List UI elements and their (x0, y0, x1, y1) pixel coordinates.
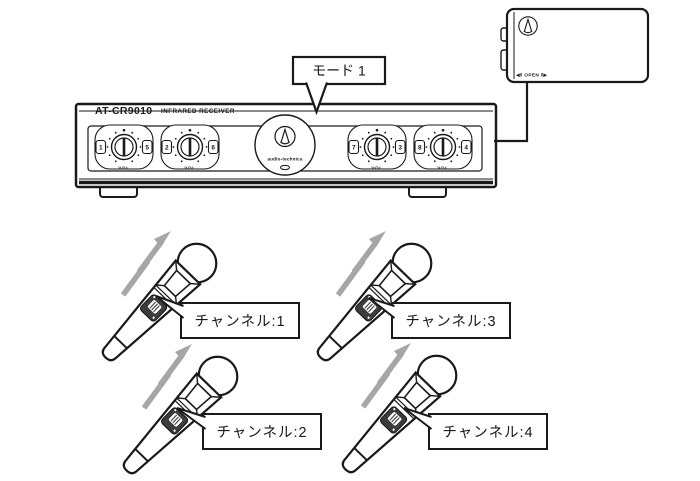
volume-knob-1[interactable]: 1 5 VOL (93, 123, 155, 171)
channel-badge-right: 4 (464, 144, 468, 151)
remote-body (505, 7, 650, 84)
channel-callout-3: チャンネル:3 (368, 297, 511, 339)
channel-callout-box (202, 413, 322, 450)
channel-badge-left: 1 (99, 144, 103, 151)
channel-callout-tail (368, 297, 396, 319)
channel-callout-box (428, 413, 548, 450)
channel-badge-left: 8 (418, 144, 422, 151)
channel-callout-tail (403, 407, 433, 430)
channel-badge-right: 5 (145, 144, 149, 151)
channel-callout-1: チャンネル:1 (155, 295, 300, 339)
channel-badge-left: 2 (165, 144, 169, 151)
volume-knob-2[interactable]: 2 6 VOL (159, 123, 221, 171)
receiver-model-label: AT-CR9010 (95, 105, 152, 117)
channel-callout-4: チャンネル:4 (403, 407, 548, 450)
receiver-subtitle-label: INFRARED RECEIVER (161, 108, 235, 115)
channel-badge-left: 7 (352, 144, 356, 151)
vol-label: VOL (118, 166, 129, 171)
channel-callout-box (391, 302, 511, 339)
brand-label: audio-technica (267, 157, 302, 162)
vol-label: VOL (184, 166, 195, 171)
mode-label: モード 1 (312, 63, 366, 79)
vol-label: VOL (437, 166, 448, 171)
channel-callout-box (180, 302, 300, 339)
mode-callout-box (291, 55, 387, 86)
remote-control-unit: ◀‖ OPEN ‖▶ (500, 7, 650, 84)
microphone-3-group: チャンネル:3 (305, 231, 511, 373)
microphone-1-group: チャンネル:1 (90, 231, 300, 373)
channel-label: チャンネル:2 (216, 424, 307, 441)
vol-label: VOL (371, 166, 382, 171)
channel-callout-tail (176, 407, 207, 430)
volume-knob-3[interactable]: 7 3 VOL (346, 123, 408, 171)
mode-callout: モード 1 (291, 55, 387, 116)
ir-lens (280, 164, 290, 171)
channel-label: チャンネル:1 (194, 313, 285, 330)
receiver-unit: AT-CR9010 INFRARED RECEIVER 1 5 VOL 2 6 … (74, 102, 498, 198)
remote-connection-line (494, 82, 529, 143)
channel-label: チャンネル:3 (405, 313, 496, 330)
channel-badge-right: 3 (398, 144, 402, 151)
ir-sensor-window: audio-technica (254, 114, 316, 176)
channel-callout-2: チャンネル:2 (176, 407, 322, 450)
microphone-4-group: チャンネル:4 (330, 343, 548, 481)
volume-knob-4[interactable]: 8 4 VOL (412, 123, 474, 171)
channel-badge-right: 6 (211, 144, 215, 151)
channel-callout-tail (155, 295, 185, 319)
open-label: ◀‖ OPEN ‖▶ (516, 73, 547, 79)
mode-callout-tail (304, 82, 329, 116)
microphone-2-group: チャンネル:2 (111, 344, 322, 481)
channel-label: チャンネル:4 (442, 424, 533, 441)
